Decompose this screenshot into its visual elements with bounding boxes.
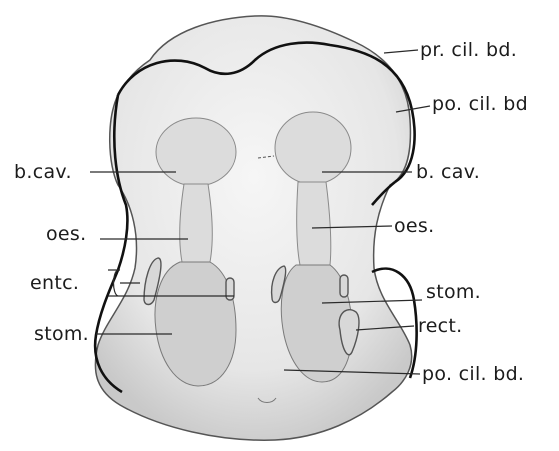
label-rect: rect. [418, 315, 463, 337]
body-outline [95, 16, 411, 440]
body-cavity-left [156, 118, 236, 186]
label-b-cav-left: b.cav. [14, 161, 72, 183]
leader-pr-cil-bd [384, 50, 418, 53]
oesophagus-left [180, 184, 212, 262]
label-po-cil-bd-upper: po. cil. bd [432, 93, 528, 115]
label-stom-left: stom. [34, 323, 89, 345]
label-po-cil-bd-lower: po. cil. bd. [422, 363, 524, 385]
label-stom-right: stom. [426, 281, 481, 303]
enterocoel-right [340, 275, 348, 297]
body-cavity-right [275, 112, 351, 184]
label-oes-right: oes. [394, 215, 434, 237]
label-pr-cil-bd: pr. cil. bd. [420, 39, 517, 61]
enterocoel-left-inner [226, 278, 234, 300]
oesophagus-right [297, 182, 331, 265]
label-entc: entc. [30, 272, 79, 294]
label-oes-left: oes. [46, 223, 86, 245]
label-b-cav-right: b. cav. [416, 161, 480, 183]
